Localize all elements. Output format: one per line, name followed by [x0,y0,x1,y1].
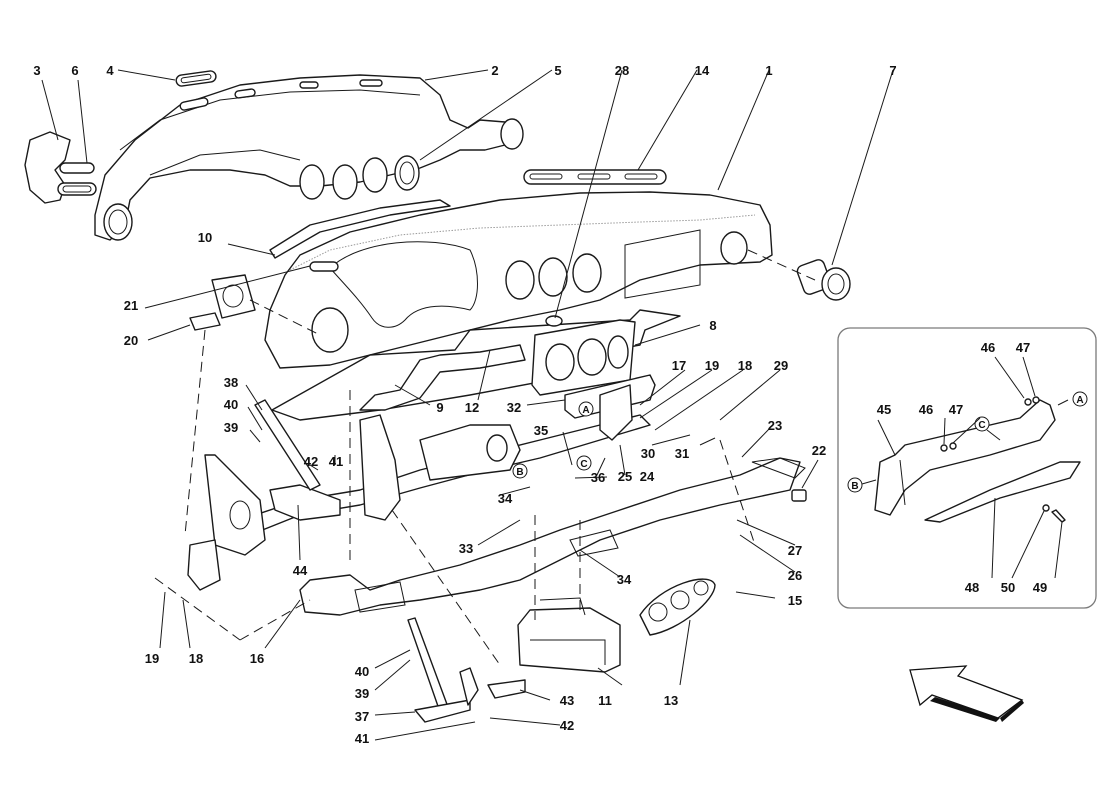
part-crossbeam-frame [239,384,651,536]
callout-33: 33 [459,541,473,556]
inset-reference-marker-c: C [974,416,990,432]
callout-34: 34 [498,491,513,506]
callout-labels: 1 2 3 4 5 6 7 8 9 10 11 12 13 14 15 16 1… [33,63,896,746]
callout-25: 25 [618,469,632,484]
part-vent-grille [175,70,217,87]
part-end-cap [791,489,807,502]
callout-34: 34 [617,572,632,587]
part-gauge-bezel [639,578,716,636]
callout-6: 6 [71,63,78,78]
callout-5: 5 [554,63,561,78]
inset-reference-marker-b: B [847,477,863,493]
callout-37: 37 [355,709,369,724]
reference-marker-b: B [512,463,528,479]
part-pedal-support [407,617,526,723]
callout-4: 4 [106,63,114,78]
callout-28: 28 [615,63,629,78]
callout-12: 12 [465,400,479,415]
construction-lines [154,249,816,666]
callout-24: 24 [640,469,655,484]
callout-2: 2 [491,63,498,78]
callout-44: 44 [293,563,308,578]
part-air-duct-assembly [94,74,524,241]
callout-36: 36 [591,470,605,485]
callout-15: 15 [788,593,802,608]
callout-47: 47 [949,402,963,417]
part-storage-box [517,597,621,673]
front-direction-arrow-icon [909,665,1024,722]
callout-42: 42 [560,718,574,733]
callout-46: 46 [919,402,933,417]
callout-40: 40 [224,397,238,412]
callout-35: 35 [534,423,548,438]
callout-38: 38 [224,375,238,390]
callout-22: 22 [812,443,826,458]
svg-text:B: B [851,481,858,492]
callout-50: 50 [1001,580,1015,595]
callout-39: 39 [224,420,238,435]
callout-46: 46 [981,340,995,355]
part-dashboard-body [264,191,773,369]
inset-reference-marker-a: A [1072,391,1088,407]
callout-30: 30 [641,446,655,461]
callout-43: 43 [560,693,574,708]
svg-text:A: A [1076,395,1083,406]
part-instrument-housing [531,315,636,396]
leader-lines [41,69,894,741]
callout-31: 31 [675,446,689,461]
svg-text:A: A [582,405,589,416]
callout-23: 23 [768,418,782,433]
callout-18: 18 [189,651,203,666]
callout-42: 42 [304,454,318,469]
inset-detail-panel: A B C 45 46 46 47 47 48 49 50 [837,327,1097,609]
svg-text:C: C [978,420,985,431]
callout-10: 10 [198,230,212,245]
part-side-duct [24,131,97,204]
callout-29: 29 [774,358,788,373]
callout-16: 16 [250,651,264,666]
callout-21: 21 [124,298,138,313]
part-defrost-vent-strip [523,169,667,185]
callout-18: 18 [738,358,752,373]
callout-27: 27 [788,543,802,558]
callout-40: 40 [355,664,369,679]
callout-39: 39 [355,686,369,701]
callout-11: 11 [598,693,612,708]
callout-45: 45 [877,402,891,417]
part-lower-console [299,457,806,616]
callout-1: 1 [765,63,772,78]
svg-text:C: C [580,459,587,470]
callout-48: 48 [965,580,979,595]
callout-19: 19 [705,358,719,373]
callout-13: 13 [664,693,678,708]
callout-26: 26 [788,568,802,583]
callout-41: 41 [355,731,369,746]
callout-14: 14 [695,63,710,78]
callout-9: 9 [436,400,443,415]
svg-text:B: B [516,467,523,478]
callout-7: 7 [889,63,896,78]
callout-19: 19 [145,651,159,666]
part-left-support [187,399,341,591]
part-support-rail [359,344,526,411]
callout-20: 20 [124,333,138,348]
reference-marker-c: C [576,455,592,471]
callout-47: 47 [1016,340,1030,355]
callout-32: 32 [507,400,521,415]
callout-8: 8 [709,318,716,333]
part-mounting-plate [189,274,256,331]
callout-17: 17 [672,358,686,373]
reference-marker-a: A [578,401,594,417]
callout-3: 3 [33,63,40,78]
part-round-air-vent [796,259,851,301]
callout-49: 49 [1033,580,1047,595]
callout-41: 41 [329,454,343,469]
